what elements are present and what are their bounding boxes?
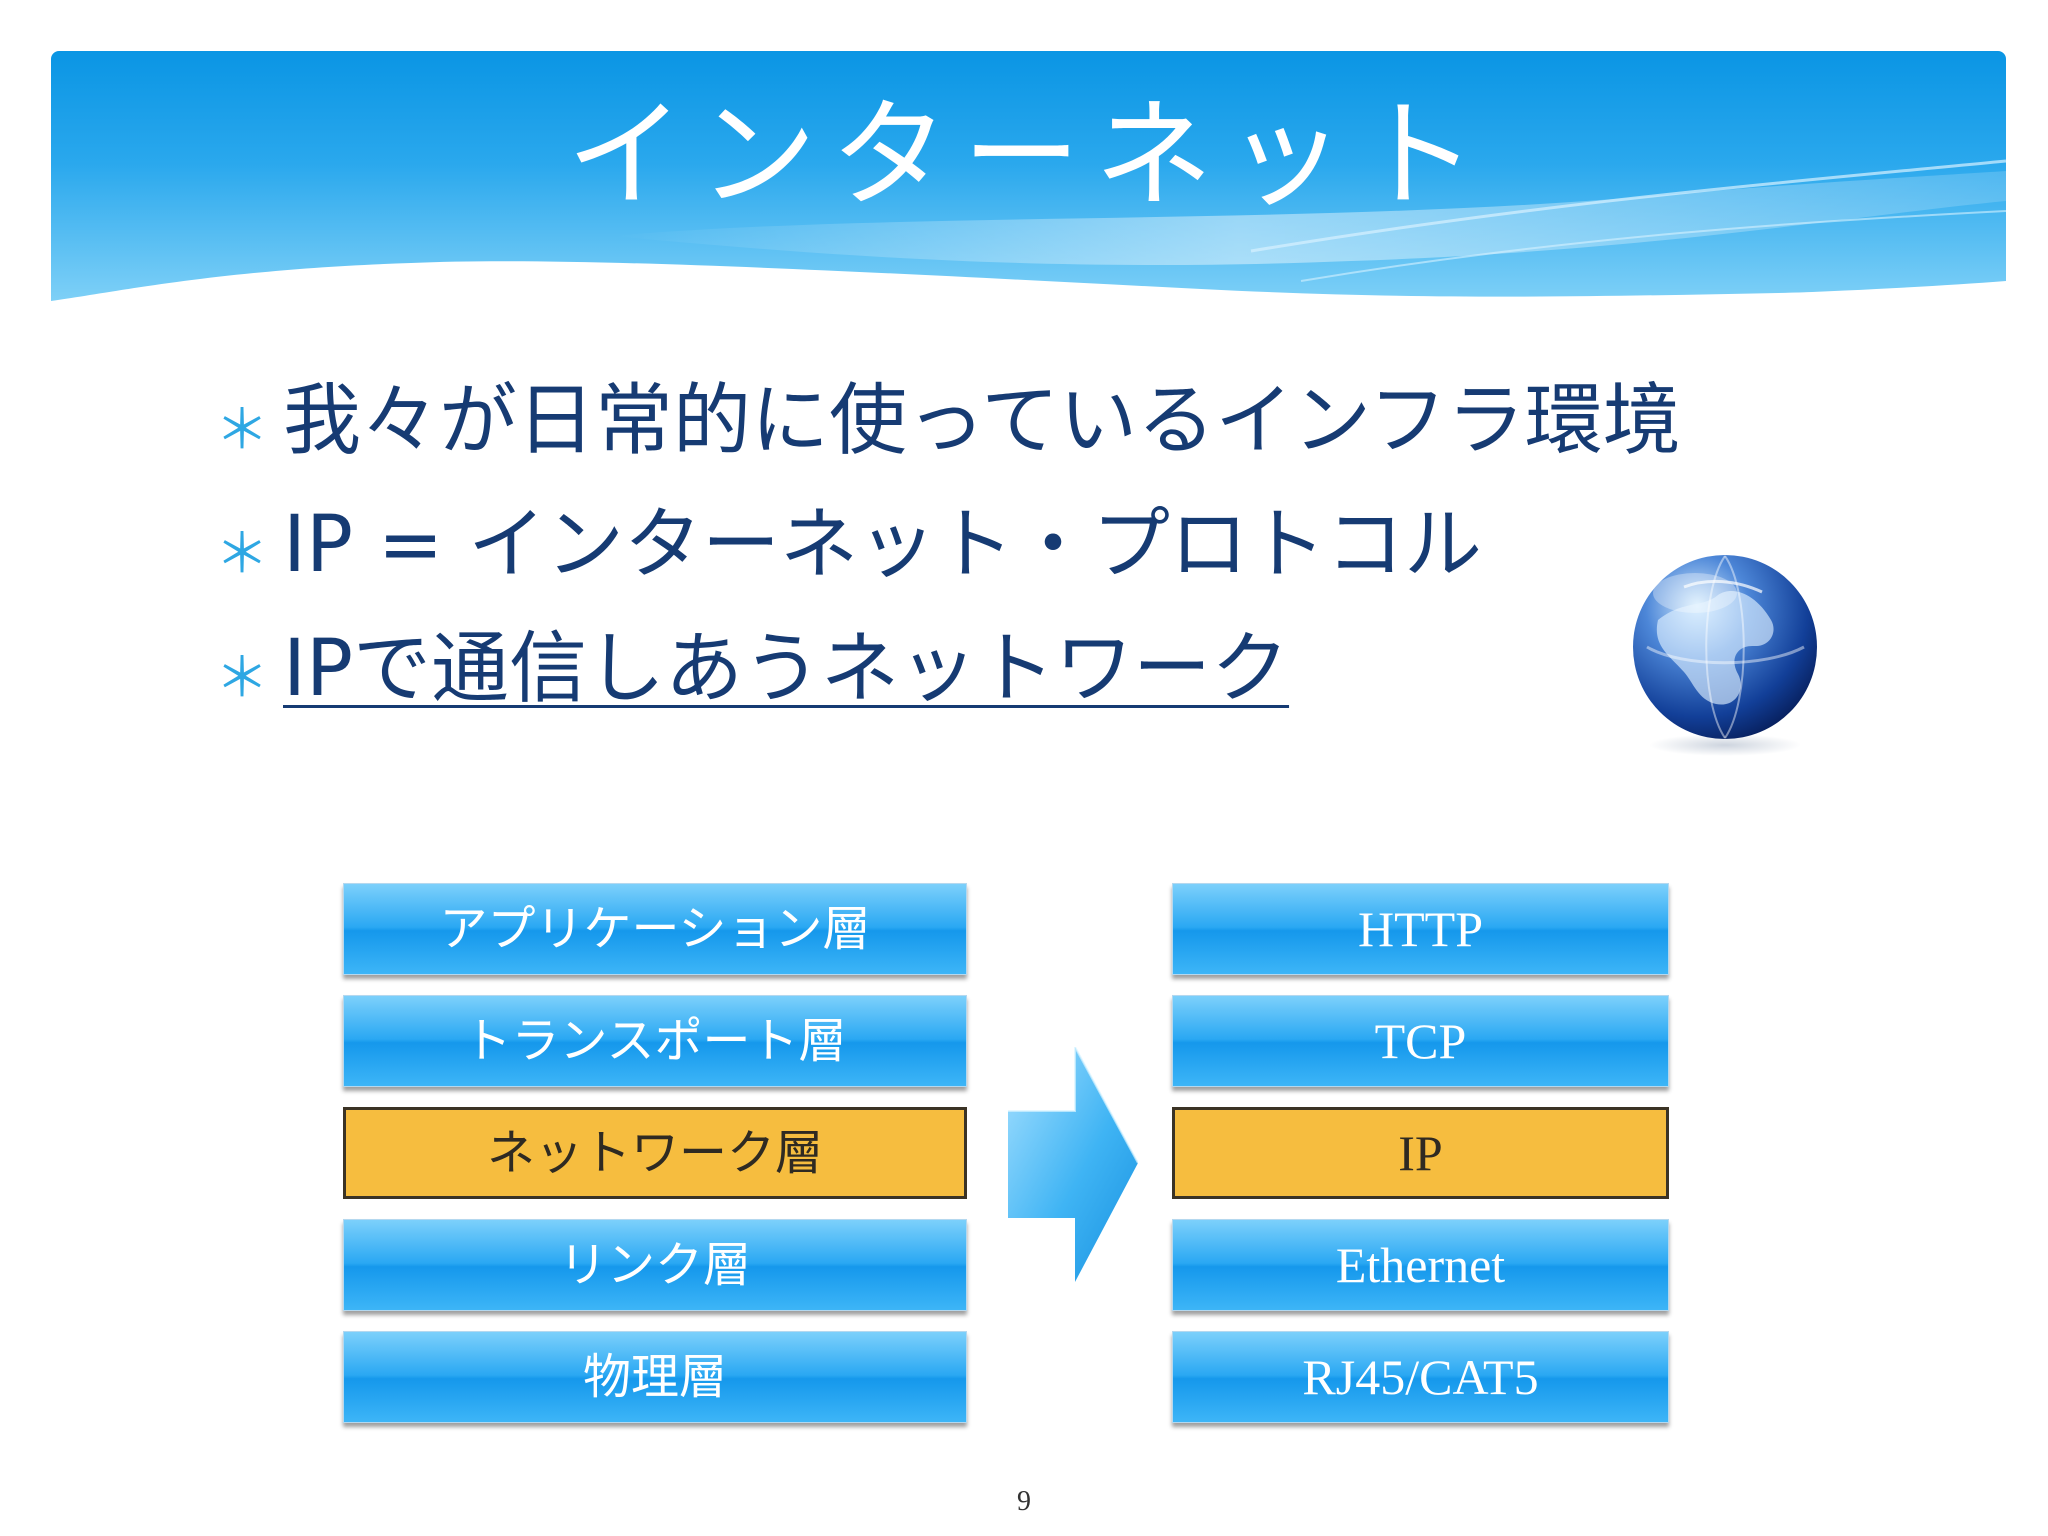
- layer-transport: トランスポート層: [343, 995, 967, 1087]
- bullet-item: ＊ 我々が日常的に使っているインフラ環境: [215, 360, 1775, 484]
- protocol-label: HTTP: [1358, 901, 1483, 957]
- layer-physical: 物理層: [343, 1331, 967, 1423]
- protocol-ip-highlight: IP: [1172, 1107, 1669, 1199]
- right-arrow-icon: [1008, 1047, 1138, 1282]
- globe-icon: [1633, 555, 1817, 756]
- protocol-http: HTTP: [1172, 883, 1669, 975]
- layer-label: リンク層: [558, 1237, 751, 1293]
- bullet-list: ＊ 我々が日常的に使っているインフラ環境 ＊ IP = インターネット・プロトコ…: [215, 360, 1775, 732]
- layer-link: リンク層: [343, 1219, 967, 1311]
- bullet-asterisk-icon: ＊: [215, 398, 269, 461]
- protocol-ethernet: Ethernet: [1172, 1219, 1669, 1311]
- bullet-asterisk-icon: ＊: [215, 646, 269, 709]
- bullet-text: 我々が日常的に使っているインフラ環境: [283, 376, 1681, 467]
- layer-network-highlight: ネットワーク層: [343, 1107, 967, 1199]
- protocol-label: RJ45/CAT5: [1302, 1349, 1539, 1405]
- protocol-label: TCP: [1374, 1013, 1467, 1069]
- slide-title: インターネット: [566, 86, 1491, 224]
- protocol-label: Ethernet: [1335, 1237, 1506, 1293]
- layer-label: ネットワーク層: [486, 1125, 823, 1181]
- bullet-item: ＊ IP = インターネット・プロトコル: [215, 484, 1775, 608]
- protocol-label: IP: [1398, 1125, 1443, 1181]
- layer-label: 物理層: [582, 1349, 727, 1405]
- bullet-link-text[interactable]: IPで通信しあうネットワーク: [283, 624, 1290, 715]
- layer-application: アプリケーション層: [343, 883, 967, 975]
- layer-label: トランスポート層: [463, 1013, 847, 1069]
- banner-wave-background: [51, 51, 2006, 304]
- bullet-text: IP = インターネット・プロトコル: [283, 500, 1482, 591]
- bullet-item: ＊ IPで通信しあうネットワーク: [215, 608, 1775, 732]
- bullet-asterisk-icon: ＊: [215, 522, 269, 585]
- protocol-rj45-cat5: RJ45/CAT5: [1172, 1331, 1669, 1423]
- protocol-tcp: TCP: [1172, 995, 1669, 1087]
- layer-label: アプリケーション層: [439, 901, 871, 957]
- page-number: 9: [1017, 1486, 1031, 1517]
- title-banner: インターネット: [51, 51, 2006, 304]
